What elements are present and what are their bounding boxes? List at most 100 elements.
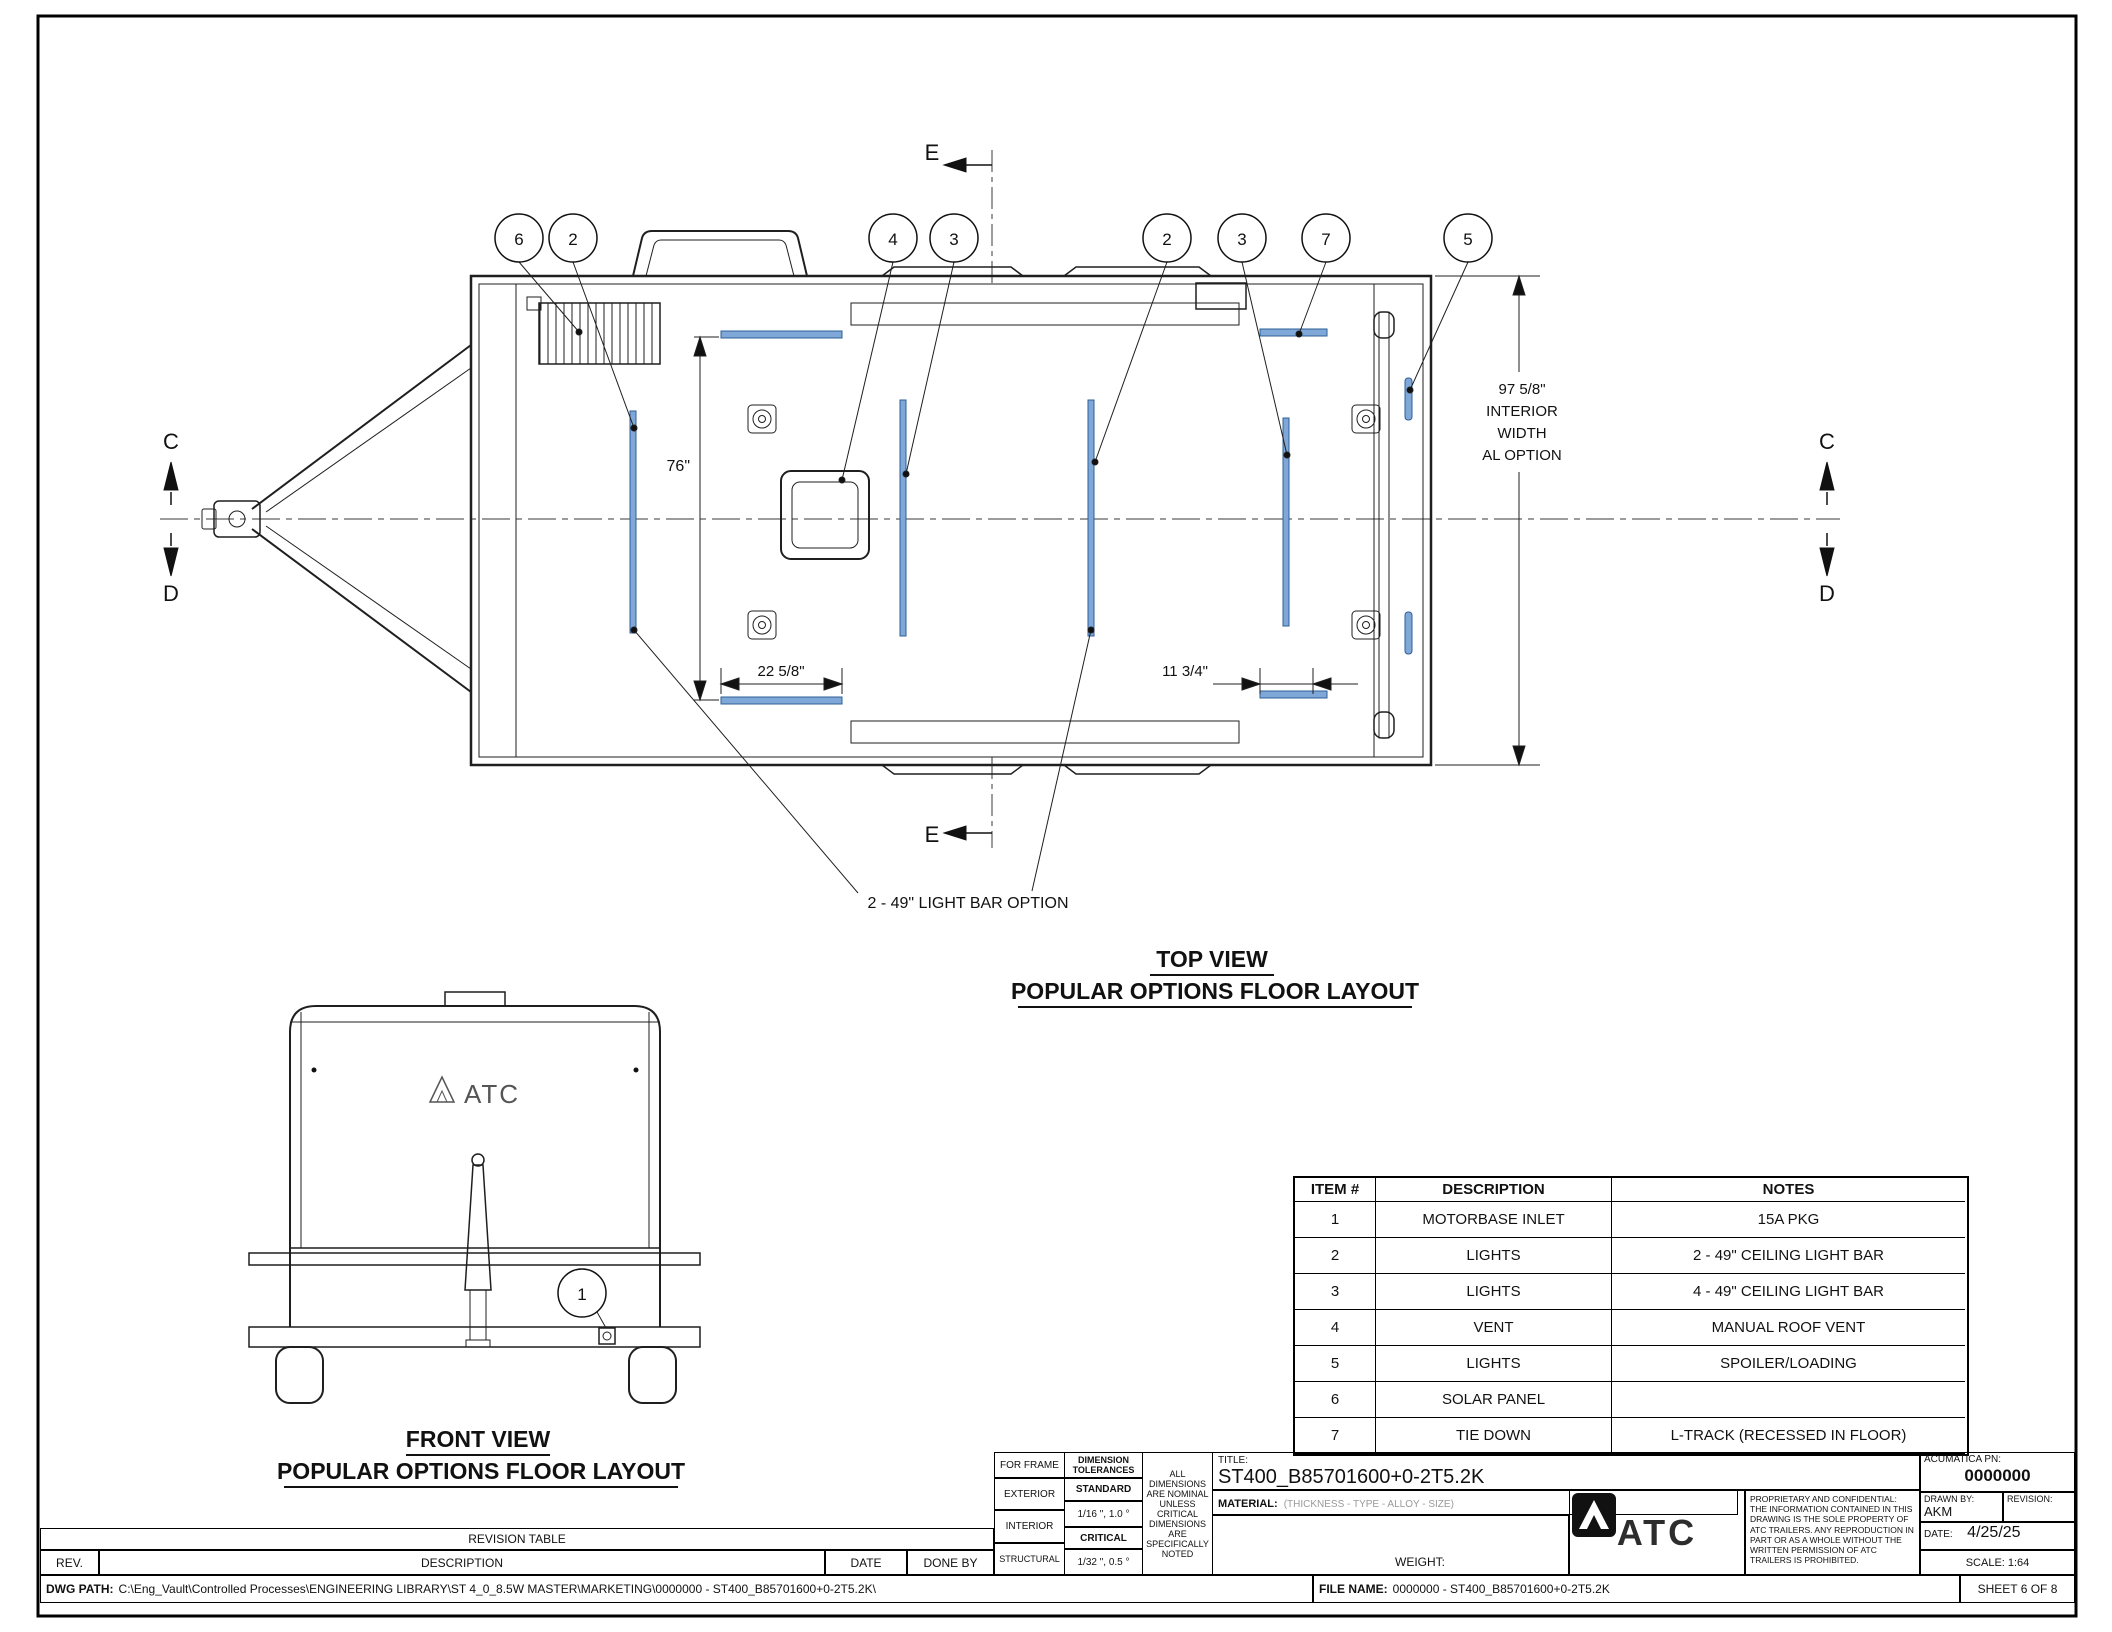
date-value: 4/25/25 [1967, 1524, 2021, 1541]
description-cell: VENT [1376, 1310, 1612, 1346]
title-cell: TITLE: ST400_B85701600+0-2T5.2K [1212, 1452, 1920, 1490]
file-name-value: 0000000 - ST400_B85701600+0-2T5.2K [1392, 1582, 1610, 1596]
light-bar-option-label: 2 - 49" LIGHT BAR OPTION [868, 895, 1069, 912]
section-c-right: C [1819, 429, 1835, 454]
fenders [881, 266, 1212, 775]
ceiling-light-bar-1 [629, 410, 637, 634]
wheel-right [628, 1346, 677, 1404]
front-grab-handle [632, 230, 808, 277]
item-table-header-description: DESCRIPTION [1376, 1178, 1612, 1202]
balloon-1 [557, 1268, 607, 1318]
description-cell: LIGHTS [1376, 1346, 1612, 1382]
section-c-left: C [163, 429, 179, 454]
ceiling-light-bar-3 [1087, 399, 1095, 637]
balloon-6-label: 6 [514, 230, 523, 249]
atc-logo-text: ATC [1616, 1511, 1698, 1553]
revision-label: REVISION: [2007, 1494, 2053, 1504]
tolerance-standard-value: 1/16 ", 1.0 ° [1064, 1501, 1143, 1527]
item-cell: 5 [1295, 1346, 1376, 1382]
revision-header-done-by: DONE BY [907, 1550, 994, 1575]
l-track-front [1259, 328, 1328, 337]
front-bumper [248, 1326, 701, 1348]
top-view-subtitle: POPULAR OPTIONS FLOOR LAYOUT [1011, 978, 1419, 1004]
revision-table-title: REVISION TABLE [40, 1528, 994, 1550]
revision-header-description: DESCRIPTION [99, 1550, 825, 1575]
sheet-border [36, 14, 2078, 1618]
front-view-subtitle: POPULAR OPTIONS FLOOR LAYOUT [277, 1458, 685, 1484]
ceiling-light-bar-2 [899, 399, 907, 637]
tolerance-structural: STRUCTURAL [994, 1543, 1065, 1575]
description-cell: LIGHTS [1376, 1274, 1612, 1310]
front-view-logo-text: ATC [464, 1079, 520, 1109]
title-underlines [284, 974, 1412, 1488]
ceiling-light-bar-4 [1282, 417, 1290, 627]
notes-cell: 2 - 49" CEILING LIGHT BAR [1612, 1238, 1965, 1274]
balloon-3-label: 3 [949, 230, 958, 249]
balloon-leaders [518, 261, 1469, 894]
light-bar-front-left [720, 330, 843, 339]
tolerance-interior: INTERIOR [994, 1510, 1065, 1543]
drawing-title: ST400_B85701600+0-2T5.2K [1218, 1466, 1485, 1488]
solar-panel [526, 296, 661, 365]
top-view-title: TOP VIEW [1156, 946, 1268, 972]
balloon-3 [929, 213, 979, 263]
tolerance-note: ALL DIMENSIONS ARE NOMINAL UNLESS CRITIC… [1142, 1452, 1213, 1575]
top-view [201, 230, 1433, 775]
tolerance-critical-value: 1/32 ", 0.5 ° [1064, 1549, 1143, 1575]
motorbase-inlet-top [1195, 282, 1247, 310]
light-bars [629, 328, 1413, 705]
scale-cell: SCALE: 1:64 [1920, 1550, 2075, 1575]
balloon-5-label: 5 [1463, 230, 1472, 249]
notes-cell [1612, 1382, 1965, 1418]
weight-label: WEIGHT: [1395, 1555, 1445, 1569]
description-cell: SOLAR PANEL [1376, 1382, 1612, 1418]
motorbase-inlet-front [598, 1327, 616, 1345]
atc-logo-icon [1572, 1493, 1616, 1537]
balloon-6 [494, 213, 544, 263]
roof-rail-rear [850, 720, 1240, 744]
notes-cell: L-TRACK (RECESSED IN FLOOR) [1612, 1418, 1965, 1454]
balloon-callouts [494, 213, 1493, 263]
balloon-7-label: 7 [1321, 230, 1330, 249]
floor-tie-rings [747, 404, 1381, 640]
item-table-header-item: ITEM # [1295, 1178, 1376, 1202]
date-cell: DATE: 4/25/25 [1920, 1522, 2075, 1550]
tolerance-exterior: EXTERIOR [994, 1478, 1065, 1510]
tongue-rail [248, 1252, 701, 1266]
wheel-left [275, 1346, 324, 1404]
drawn-by-cell: DRAWN BY: AKM [1920, 1492, 2003, 1522]
section-d-right: D [1819, 581, 1835, 606]
item-cell: 3 [1295, 1274, 1376, 1310]
balloon-5 [1443, 213, 1493, 263]
balloon-2-label: 2 [568, 230, 577, 249]
description-cell: TIE DOWN [1376, 1418, 1612, 1454]
tongue-jack [464, 1153, 492, 1348]
weight-cell: WEIGHT: [1212, 1515, 1569, 1575]
file-name-cell: FILE NAME: 0000000 - ST400_B85701600+0-2… [1313, 1575, 1960, 1603]
light-bar-rear-left [720, 696, 843, 705]
file-name-label: FILE NAME: [1319, 1582, 1388, 1596]
balloon-2b [1142, 213, 1192, 263]
sheet-cell: SHEET 6 OF 8 [1960, 1575, 2075, 1603]
balloon-1-group [557, 1268, 607, 1329]
section-arrows [163, 157, 1835, 841]
item-cell: 4 [1295, 1310, 1376, 1346]
item-cell: 7 [1295, 1418, 1376, 1454]
revision-header-date: DATE [825, 1550, 907, 1575]
revision-header-rev: REV. [40, 1550, 99, 1575]
title-label: TITLE: [1218, 1455, 1249, 1466]
trailer-tongue [201, 344, 472, 693]
dim-interior-label1: INTERIOR [1486, 403, 1558, 420]
item-table: ITEM # DESCRIPTION NOTES 1 MOTORBASE INL… [1293, 1176, 1969, 1456]
front-view [248, 991, 701, 1404]
dim-76: 76" [667, 458, 690, 475]
acumatica-label: ACUMATICA PN: [1924, 1454, 2002, 1465]
tolerance-critical: CRITICAL [1064, 1527, 1143, 1549]
balloon-3b-label: 3 [1237, 230, 1246, 249]
roof-rail-front [850, 302, 1240, 326]
section-d-left: D [163, 581, 179, 606]
spoiler-light-lower [1404, 611, 1413, 655]
drawn-by-label: DRAWN BY: [1924, 1494, 1975, 1504]
roof-vent [780, 470, 870, 560]
